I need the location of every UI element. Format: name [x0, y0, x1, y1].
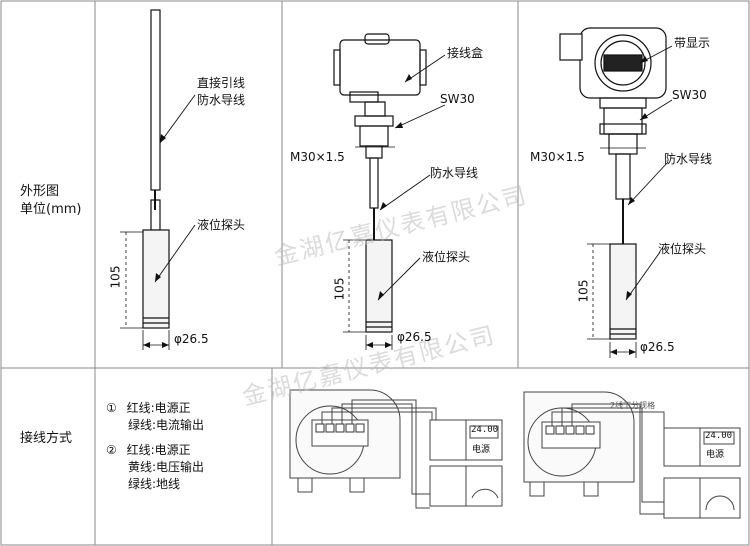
wire-red-power: 红线:电源正 — [126, 443, 191, 457]
wiring-row-label: 接线方式 — [20, 431, 73, 446]
probe-label: 液位探头 — [197, 218, 246, 232]
cable-label: 防水导线 — [664, 152, 713, 166]
sensor-drawing-display — [559, 27, 673, 358]
diameter-dimension: φ26.5 — [174, 332, 209, 346]
leader-arrows-col1 — [143, 134, 169, 348]
diameter-dimension: φ26.5 — [397, 330, 432, 344]
diameter-dimension: φ26.5 — [640, 340, 675, 354]
sw-label: SW30 — [440, 92, 475, 106]
leader-arrows-col2 — [366, 74, 412, 348]
wire-green-current: 绿线:电流输出 — [128, 418, 205, 432]
small-note: 2线下分规格 — [610, 401, 656, 410]
meter-display: 24.00 — [471, 425, 499, 435]
meter-unit: 电源 — [706, 450, 725, 460]
sw-label: SW30 — [672, 88, 707, 102]
unit-label: 单位(mm) — [20, 202, 82, 217]
probe-label: 液位探头 — [658, 242, 707, 256]
wiring-option-1: ① 红线:电源正 绿线:电流输出 — [106, 400, 204, 434]
wiring-diagram-current — [289, 389, 503, 509]
junction-box-label: 接线盒 — [447, 46, 484, 60]
wire-green-ground: 绿线:地线 — [128, 477, 181, 491]
height-dimension: 105 — [108, 265, 123, 289]
height-dimension: 105 — [576, 279, 591, 303]
cable-label-direct: 直接引线 — [197, 76, 246, 90]
wiring-diagram-voltage — [523, 391, 741, 519]
meter-display: 24.00 — [705, 431, 733, 441]
option-number: ② — [106, 443, 117, 457]
cable-label-waterproof: 防水导线 — [197, 93, 246, 107]
sensor-drawing-direct — [120, 9, 196, 350]
wiring-option-2: ② 红线:电源正 黄线:电压输出 绿线:地线 — [106, 442, 204, 493]
sensor-drawing-junction-box — [333, 33, 446, 350]
outline-title: 外形图 — [20, 184, 60, 199]
height-dimension: 105 — [332, 277, 347, 301]
meter-unit: 电源 — [472, 445, 491, 455]
thread-label: M30×1.5 — [290, 150, 345, 164]
probe-label: 液位探头 — [422, 250, 471, 264]
leader-arrows-col3 — [610, 56, 648, 355]
outline-row-label: 外形图 单位(mm) — [20, 183, 81, 219]
option-number: ① — [106, 401, 117, 415]
display-label: 带显示 — [674, 36, 711, 50]
wire-red-power: 红线:电源正 — [126, 401, 191, 415]
thread-label: M30×1.5 — [530, 150, 585, 164]
wire-yellow-voltage: 黄线:电压输出 — [128, 460, 205, 474]
cable-label: 防水导线 — [430, 166, 479, 180]
